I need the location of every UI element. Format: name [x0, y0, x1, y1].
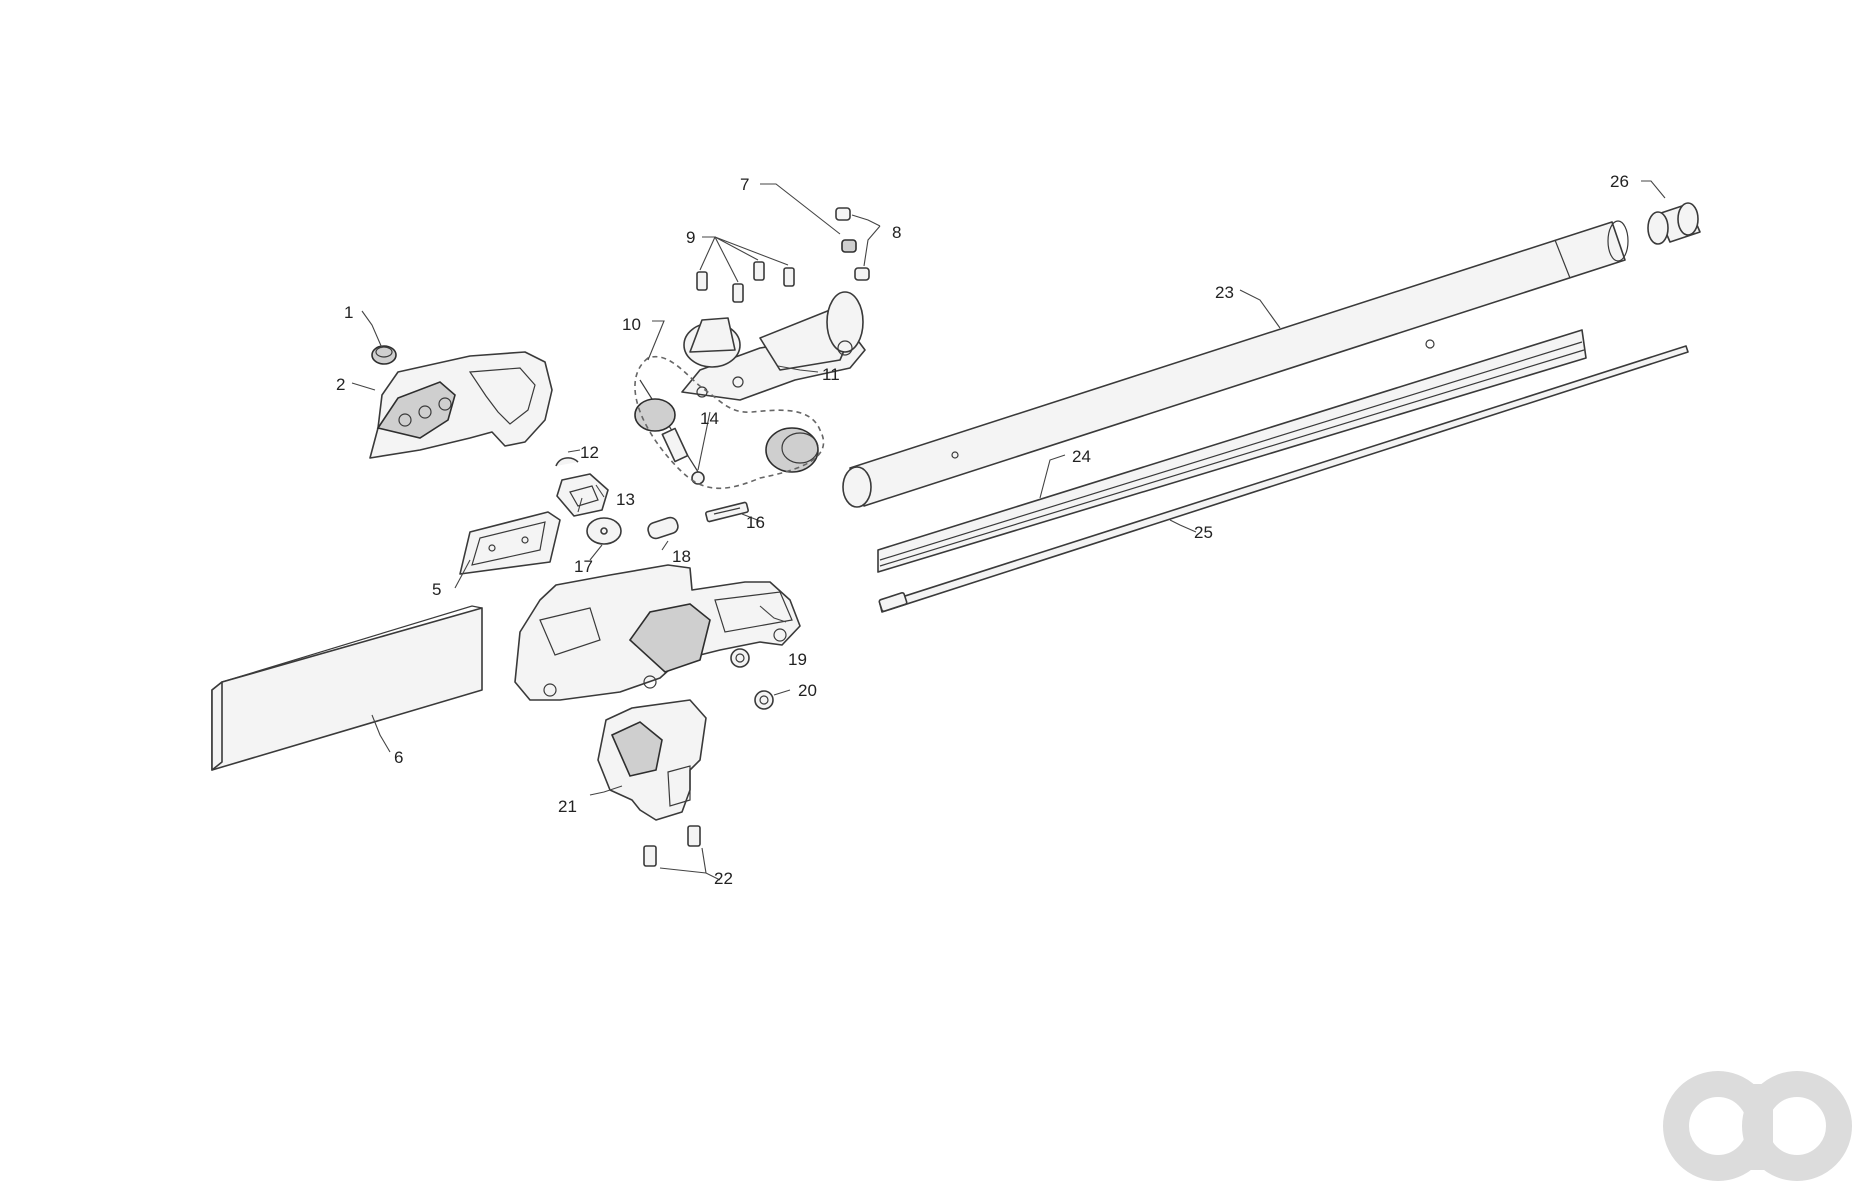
callout-labels: 1 2 5 6 7 8 9 10 11 12 13 14 16 17 18 19… — [336, 172, 1629, 888]
callout-17: 17 — [574, 557, 593, 576]
callout-16: 16 — [746, 513, 765, 532]
callout-23: 23 — [1215, 283, 1234, 302]
part-18-pin — [647, 516, 679, 540]
callout-22: 22 — [714, 869, 733, 888]
part-20-nuts — [730, 648, 774, 710]
callout-24: 24 — [1072, 447, 1091, 466]
part-26-end-cap — [1647, 202, 1701, 245]
callout-10: 10 — [622, 315, 641, 334]
callout-12: 12 — [580, 443, 599, 462]
callout-5: 5 — [432, 580, 441, 599]
callout-11: 11 — [822, 365, 840, 384]
part-13-sprocket — [556, 473, 609, 517]
part-11-gear-head — [681, 291, 866, 401]
part-24-rail — [877, 329, 1587, 573]
part-7-8-screws — [835, 207, 870, 281]
callout-9: 9 — [686, 228, 695, 247]
callout-13: 13 — [616, 490, 635, 509]
part-9-screws — [696, 261, 795, 303]
callout-20: 20 — [798, 681, 817, 700]
part-1-cap — [371, 345, 397, 365]
part-10-group-outline — [634, 355, 825, 490]
part-22-screws — [643, 825, 701, 867]
leader-lines — [351, 180, 1666, 881]
part-2-blade-cover — [369, 351, 553, 459]
callout-19: 19 — [788, 650, 807, 669]
callout-25: 25 — [1194, 523, 1213, 542]
part-16-bolt — [705, 501, 749, 523]
part-6-bar — [211, 605, 483, 771]
callout-1: 1 — [344, 303, 353, 322]
callout-18: 18 — [672, 547, 691, 566]
callout-14: 14 — [700, 409, 719, 428]
part-25-rod — [878, 345, 1689, 613]
part-19-housing — [514, 564, 801, 701]
part-23-tube — [842, 220, 1629, 508]
part-5-plate — [459, 511, 561, 575]
part-21-oil-tank — [597, 699, 707, 821]
part-14-drive-gear — [634, 379, 819, 485]
callout-6: 6 — [394, 748, 403, 767]
part-17-washer — [586, 517, 622, 545]
callout-7: 7 — [740, 175, 749, 194]
callout-26: 26 — [1610, 172, 1629, 191]
part-12-clip — [555, 457, 579, 467]
callout-21: 21 — [558, 797, 577, 816]
callout-8: 8 — [892, 223, 901, 242]
callout-2: 2 — [336, 375, 345, 394]
ao-logo-watermark — [1663, 1071, 1852, 1181]
